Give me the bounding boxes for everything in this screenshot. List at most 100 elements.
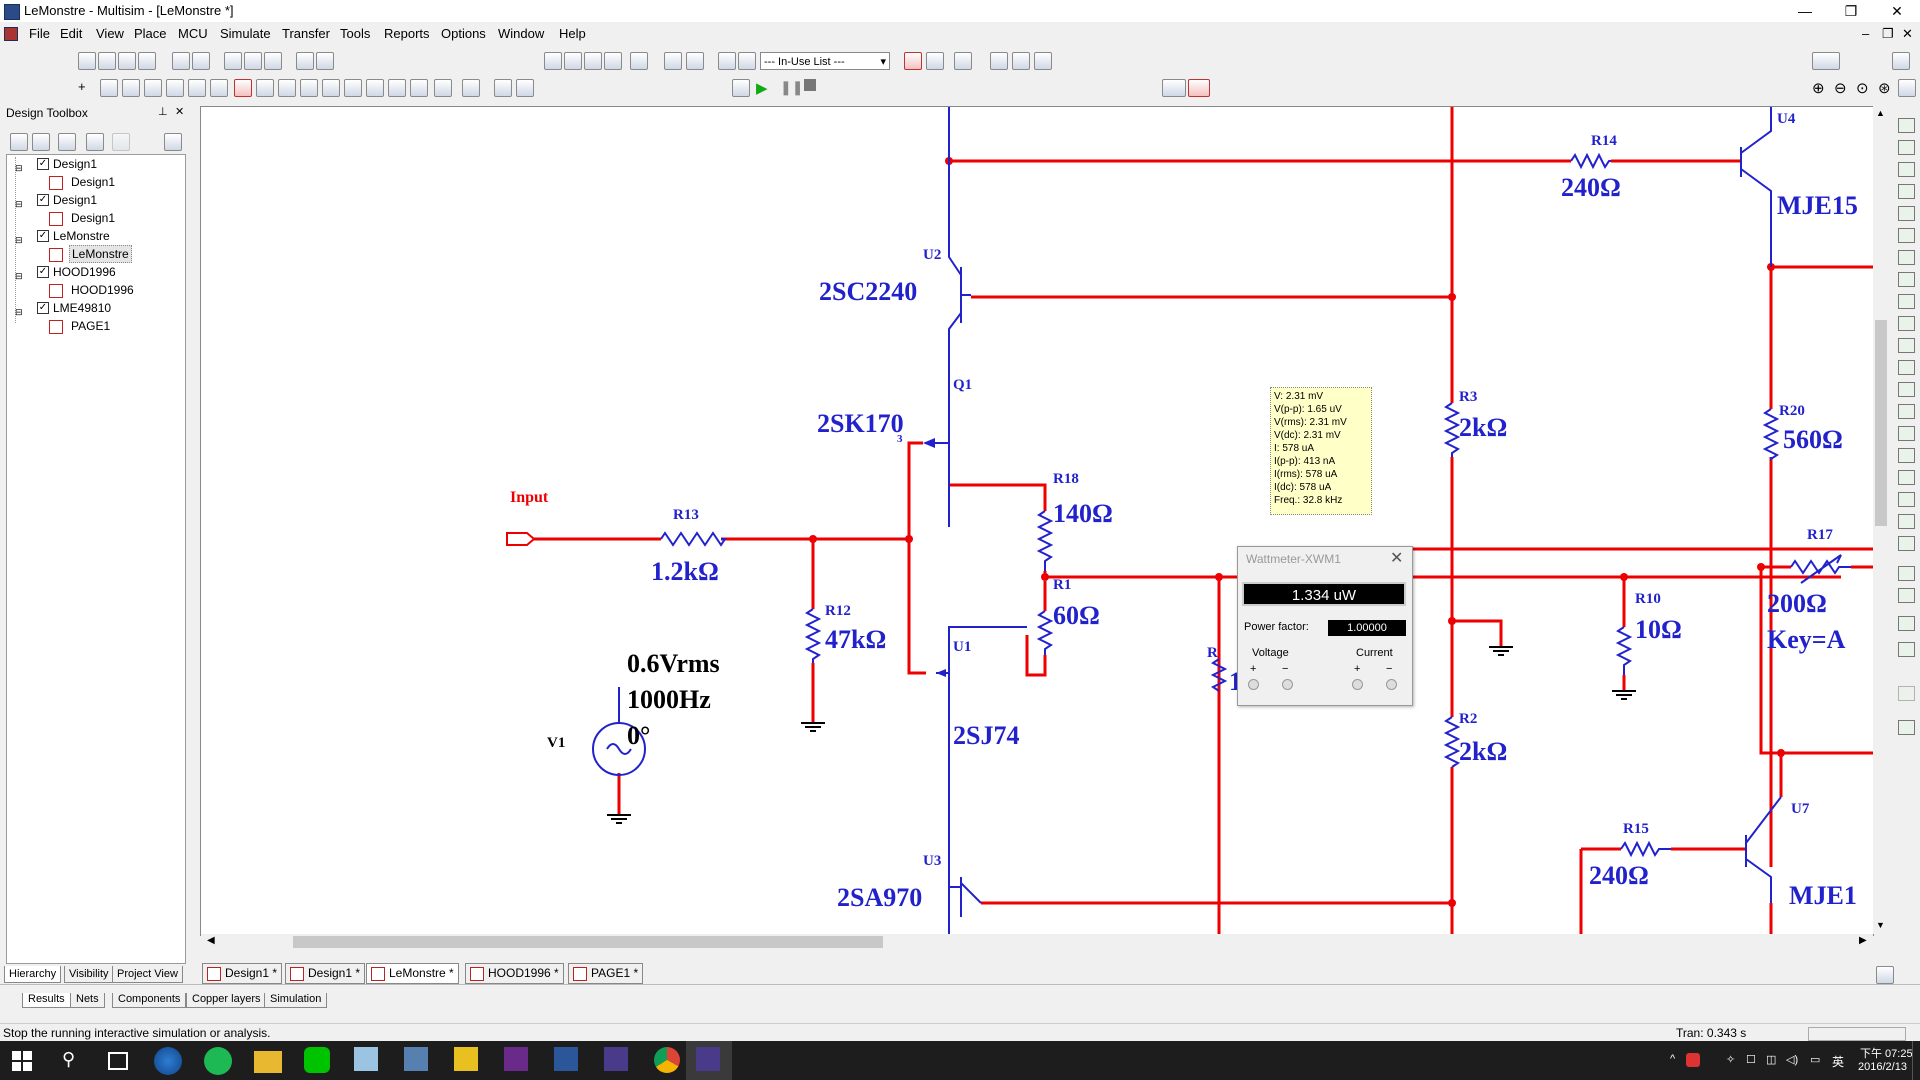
checkbox-icon[interactable]: ✓ — [37, 266, 49, 278]
tray-icon[interactable]: ☐ — [1746, 1054, 1756, 1066]
agilent-multimeter-icon[interactable] — [1898, 448, 1915, 463]
database-icon[interactable] — [584, 52, 602, 70]
netlist-view-icon[interactable] — [1188, 79, 1210, 97]
labview-icon[interactable] — [1898, 514, 1915, 529]
spreadsheet-icon[interactable] — [564, 52, 582, 70]
transistor-u3[interactable] — [948, 877, 982, 935]
full-screen-icon[interactable] — [1898, 79, 1916, 97]
back-annotate-icon[interactable] — [718, 52, 736, 70]
app-icon[interactable] — [404, 1047, 428, 1071]
checkbox-icon[interactable]: ✓ — [37, 230, 49, 242]
resistor-r3[interactable] — [1443, 402, 1461, 457]
menu-place[interactable]: Place — [134, 26, 167, 41]
resistor-r14[interactable] — [1570, 152, 1611, 170]
menu-options[interactable]: Options — [441, 26, 486, 41]
current-clamp-icon[interactable] — [1898, 566, 1915, 581]
menu-view[interactable]: View — [96, 26, 124, 41]
browser-icon[interactable] — [154, 1047, 182, 1075]
measurement-probe-icon[interactable] — [1898, 616, 1915, 631]
paste-icon[interactable] — [264, 52, 282, 70]
erc-icon[interactable] — [686, 52, 704, 70]
scroll-down-icon[interactable]: ▼ — [1876, 920, 1885, 930]
potentiometer-r17[interactable] — [1790, 554, 1851, 584]
function-generator-icon[interactable] — [1898, 140, 1915, 155]
menu-transfer[interactable]: Transfer — [282, 26, 330, 41]
save-icon[interactable] — [138, 52, 156, 70]
menu-edit[interactable]: Edit — [60, 26, 83, 41]
place-hierarchical-icon[interactable] — [462, 79, 480, 97]
help-icon[interactable] — [1034, 52, 1052, 70]
probe-tool-icon[interactable] — [1898, 588, 1915, 603]
zoom-out-icon[interactable]: ⊖ — [1834, 80, 1847, 97]
current-plus-terminal[interactable] — [1352, 679, 1363, 690]
instrument-cursor-icon[interactable] — [1898, 642, 1915, 657]
resistor-r10[interactable] — [1615, 626, 1633, 675]
place-basic-icon[interactable] — [100, 79, 118, 97]
minimize-button[interactable]: — — [1798, 3, 1812, 19]
message-icon[interactable]: ▭ — [1810, 1054, 1821, 1066]
ni-elvismx-icon[interactable] — [1898, 536, 1915, 551]
place-analog-icon[interactable] — [166, 79, 184, 97]
logic-converter-icon[interactable] — [1898, 294, 1915, 309]
tab-nets[interactable]: Nets — [70, 993, 105, 1008]
clock-time[interactable]: 下午 07:25 — [1860, 1048, 1913, 1060]
spreadsheet-toggle-icon[interactable] — [1876, 966, 1894, 984]
menu-help[interactable]: Help — [559, 26, 586, 41]
maximize-button[interactable]: ❐ — [1844, 3, 1858, 19]
notes-icon[interactable] — [354, 1047, 378, 1071]
grapher-icon[interactable] — [630, 52, 648, 70]
resistor-r18[interactable] — [1036, 510, 1054, 571]
menu-simulate[interactable]: Simulate — [220, 26, 271, 41]
voltage-minus-terminal[interactable] — [1282, 679, 1293, 690]
menu-mcu[interactable]: MCU — [178, 26, 208, 41]
print-icon[interactable] — [172, 52, 190, 70]
close-button[interactable]: ✕ — [1891, 3, 1903, 19]
show-desktop-button[interactable] — [1912, 1041, 1920, 1080]
jfet-q1[interactable] — [925, 347, 950, 453]
clock-date[interactable]: 2016/2/13 — [1858, 1061, 1907, 1073]
vertical-scroll-thumb[interactable] — [1875, 320, 1887, 526]
new-sheet-icon[interactable] — [86, 133, 104, 151]
multisim-icon[interactable] — [604, 1047, 628, 1071]
chrome-icon[interactable] — [654, 1047, 680, 1073]
resistor-r15[interactable] — [1620, 840, 1671, 858]
schematic-canvas[interactable]: Input R13 1.2kΩ R12 47kΩ V1 0.6Vrms 1000… — [200, 106, 1874, 936]
place-mcu-icon[interactable] — [234, 79, 252, 97]
delete-sheet-icon[interactable] — [112, 133, 130, 151]
undo-icon[interactable] — [296, 52, 314, 70]
scroll-right-icon[interactable]: ▶ — [1859, 935, 1867, 946]
place-connector-icon[interactable] — [434, 79, 452, 97]
simulate-settings-icon[interactable] — [732, 79, 750, 97]
frequency-counter-icon[interactable] — [1898, 250, 1915, 265]
forward-annotate-icon[interactable] — [738, 52, 756, 70]
education-icon[interactable] — [1012, 52, 1030, 70]
spotify-icon[interactable] — [204, 1047, 232, 1075]
place-wire-icon[interactable] — [516, 79, 534, 97]
scroll-left-icon[interactable]: ◀ — [207, 935, 215, 946]
collapse-icon[interactable]: ⊟ — [15, 199, 23, 209]
copy-icon[interactable] — [244, 52, 262, 70]
zoom-area-icon[interactable]: ⊙ — [1856, 80, 1869, 97]
component-wizard-icon[interactable] — [604, 52, 622, 70]
bode-plotter-icon[interactable] — [1898, 228, 1915, 243]
doc-tab-lemonstre[interactable]: LeMonstre * — [366, 963, 459, 984]
pause-simulation-icon[interactable]: ❚❚ — [780, 79, 804, 95]
active-task-highlight[interactable] — [686, 1041, 732, 1080]
network-analyzer-icon[interactable] — [1898, 404, 1915, 419]
file-explorer-icon[interactable] — [254, 1051, 282, 1073]
place-mixed-icon[interactable] — [278, 79, 296, 97]
doc-tab-design1-b[interactable]: Design1 * — [285, 963, 366, 984]
vertical-scrollbar[interactable]: ▲ ▼ — [1873, 106, 1889, 934]
zoom-in-icon[interactable]: ⊕ — [1812, 80, 1825, 97]
word-icon[interactable] — [554, 1047, 578, 1071]
toolbox-settings-icon[interactable] — [164, 133, 182, 151]
resistor-partial[interactable] — [1210, 658, 1228, 692]
agilent-generator-icon[interactable] — [1898, 426, 1915, 441]
collapse-icon[interactable]: ⊟ — [15, 307, 23, 317]
resistor-r20[interactable] — [1762, 408, 1780, 461]
place-electromechanical-icon[interactable] — [388, 79, 406, 97]
print-preview-icon[interactable] — [192, 52, 210, 70]
in-use-list-select[interactable]: --- In-Use List --- ▾ — [760, 52, 890, 70]
collapse-icon[interactable]: ⊟ — [15, 163, 23, 173]
four-channel-oscilloscope-icon[interactable] — [1898, 206, 1915, 221]
